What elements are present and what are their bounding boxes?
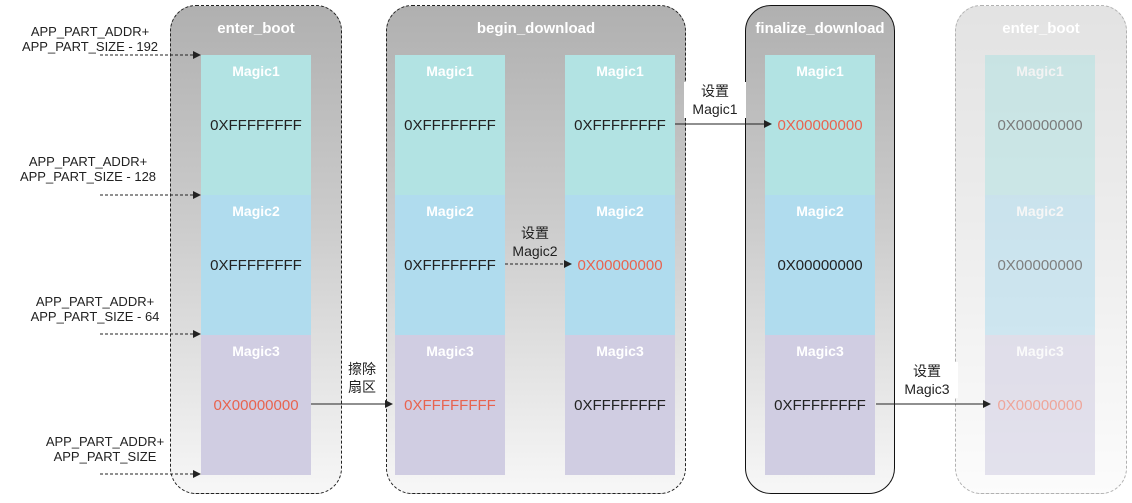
annotation-line2: 扇区 xyxy=(348,379,376,395)
magic1-cell: Magic1 0X00000000 xyxy=(765,55,875,195)
magic2-cell: Magic2 0XFFFFFFFF xyxy=(395,195,505,335)
magic3-label: Magic3 xyxy=(596,343,644,359)
magic1-value: 0XFFFFFFFF xyxy=(574,117,666,134)
address-label-192: APP_PART_ADDR+ APP_PART_SIZE - 192 xyxy=(10,24,170,54)
magic2-cell: Magic2 0X00000000 xyxy=(765,195,875,335)
magic3-label: Magic3 xyxy=(796,343,844,359)
stage-title: begin_download xyxy=(476,20,596,37)
set-magic3-annotation: 设置 Magic3 xyxy=(896,362,958,398)
stage-title: enter_boot xyxy=(217,20,295,37)
memory-column-finalize-download: Magic1 0X00000000 Magic2 0X00000000 Magi… xyxy=(765,55,875,475)
address-line1: APP_PART_ADDR+ xyxy=(35,294,155,309)
magic1-label: Magic1 xyxy=(426,63,474,79)
address-line2: APP_PART_SIZE - 192 xyxy=(21,39,159,54)
annotation-line2: Magic3 xyxy=(904,381,950,397)
annotation-line1: 设置 xyxy=(521,225,549,241)
erase-sector-annotation: 擦除 扇区 xyxy=(342,360,382,396)
memory-column-set-magic2: Magic1 0XFFFFFFFF Magic2 0X00000000 Magi… xyxy=(565,55,675,475)
magic3-label: Magic3 xyxy=(232,343,280,359)
address-label-64: APP_PART_ADDR+ APP_PART_SIZE - 64 xyxy=(15,294,175,324)
address-line1: APP_PART_ADDR+ xyxy=(30,24,150,39)
magic3-value: 0XFFFFFFFF xyxy=(404,397,496,414)
magic2-value: 0XFFFFFFFF xyxy=(404,257,496,274)
address-line1: APP_PART_ADDR+ xyxy=(28,154,148,169)
magic3-cell: Magic3 0X00000000 xyxy=(201,335,311,475)
magic1-label: Magic1 xyxy=(796,63,844,79)
magic1-cell: Magic1 0X00000000 xyxy=(985,55,1095,195)
magic3-label: Magic3 xyxy=(1016,343,1064,359)
magic1-label: Magic1 xyxy=(232,63,280,79)
magic2-value: 0X00000000 xyxy=(777,257,863,274)
address-label-128: APP_PART_ADDR+ APP_PART_SIZE - 128 xyxy=(8,154,168,184)
address-line2: APP_PART_SIZE - 64 xyxy=(30,309,160,324)
magic3-cell: Magic3 0XFFFFFFFF xyxy=(565,335,675,475)
annotation-line1: 设置 xyxy=(701,83,729,99)
annotation-line2: Magic1 xyxy=(692,101,738,117)
memory-column-enter-boot-next: Magic1 0X00000000 Magic2 0X00000000 Magi… xyxy=(985,55,1095,475)
address-line1: APP_PART_ADDR+ xyxy=(45,434,165,449)
memory-column-after-erase: Magic1 0XFFFFFFFF Magic2 0XFFFFFFFF Magi… xyxy=(395,55,505,475)
magic3-cell: Magic3 0XFFFFFFFF xyxy=(395,335,505,475)
set-magic2-annotation: 设置 Magic2 xyxy=(505,224,565,260)
magic2-cell: Magic2 0X00000000 xyxy=(565,195,675,335)
magic1-label: Magic1 xyxy=(1016,63,1064,79)
address-label-end: APP_PART_ADDR+ APP_PART_SIZE xyxy=(25,434,185,464)
annotation-line1: 设置 xyxy=(913,363,941,379)
magic1-cell: Magic1 0XFFFFFFFF xyxy=(395,55,505,195)
magic1-label: Magic1 xyxy=(596,63,644,79)
stage-title: enter_boot xyxy=(1002,20,1080,37)
magic3-cell: Magic3 0XFFFFFFFF xyxy=(765,335,875,475)
magic3-value: 0XFFFFFFFF xyxy=(774,397,866,414)
magic2-value: 0X00000000 xyxy=(577,257,663,274)
memory-column-enter-boot: Magic1 0XFFFFFFFF Magic2 0XFFFFFFFF Magi… xyxy=(201,55,311,475)
magic2-label: Magic2 xyxy=(596,203,644,219)
annotation-line1: 擦除 xyxy=(348,361,376,377)
magic1-value: 0X00000000 xyxy=(997,117,1083,134)
magic2-label: Magic2 xyxy=(796,203,844,219)
magic2-label: Magic2 xyxy=(426,203,474,219)
magic2-cell: Magic2 0XFFFFFFFF xyxy=(201,195,311,335)
magic3-cell: Magic3 0X00000000 xyxy=(985,335,1095,475)
magic2-label: Magic2 xyxy=(1016,203,1064,219)
magic3-label: Magic3 xyxy=(426,343,474,359)
annotation-line2: Magic2 xyxy=(512,243,558,259)
magic2-label: Magic2 xyxy=(232,203,280,219)
magic1-value: 0XFFFFFFFF xyxy=(210,117,302,134)
magic1-cell: Magic1 0XFFFFFFFF xyxy=(565,55,675,195)
address-line2: APP_PART_SIZE xyxy=(53,449,157,464)
magic2-value: 0XFFFFFFFF xyxy=(210,257,302,274)
magic1-value: 0XFFFFFFFF xyxy=(404,117,496,134)
magic1-cell: Magic1 0XFFFFFFFF xyxy=(201,55,311,195)
magic3-value: 0XFFFFFFFF xyxy=(574,397,666,414)
magic3-value: 0X00000000 xyxy=(213,397,299,414)
magic2-value: 0X00000000 xyxy=(997,257,1083,274)
magic3-value: 0X00000000 xyxy=(997,397,1083,414)
magic2-cell: Magic2 0X00000000 xyxy=(985,195,1095,335)
stage-title: finalize_download xyxy=(755,20,885,37)
address-line2: APP_PART_SIZE - 128 xyxy=(19,169,157,184)
set-magic1-annotation: 设置 Magic1 xyxy=(684,82,746,118)
magic1-value: 0X00000000 xyxy=(777,117,863,134)
